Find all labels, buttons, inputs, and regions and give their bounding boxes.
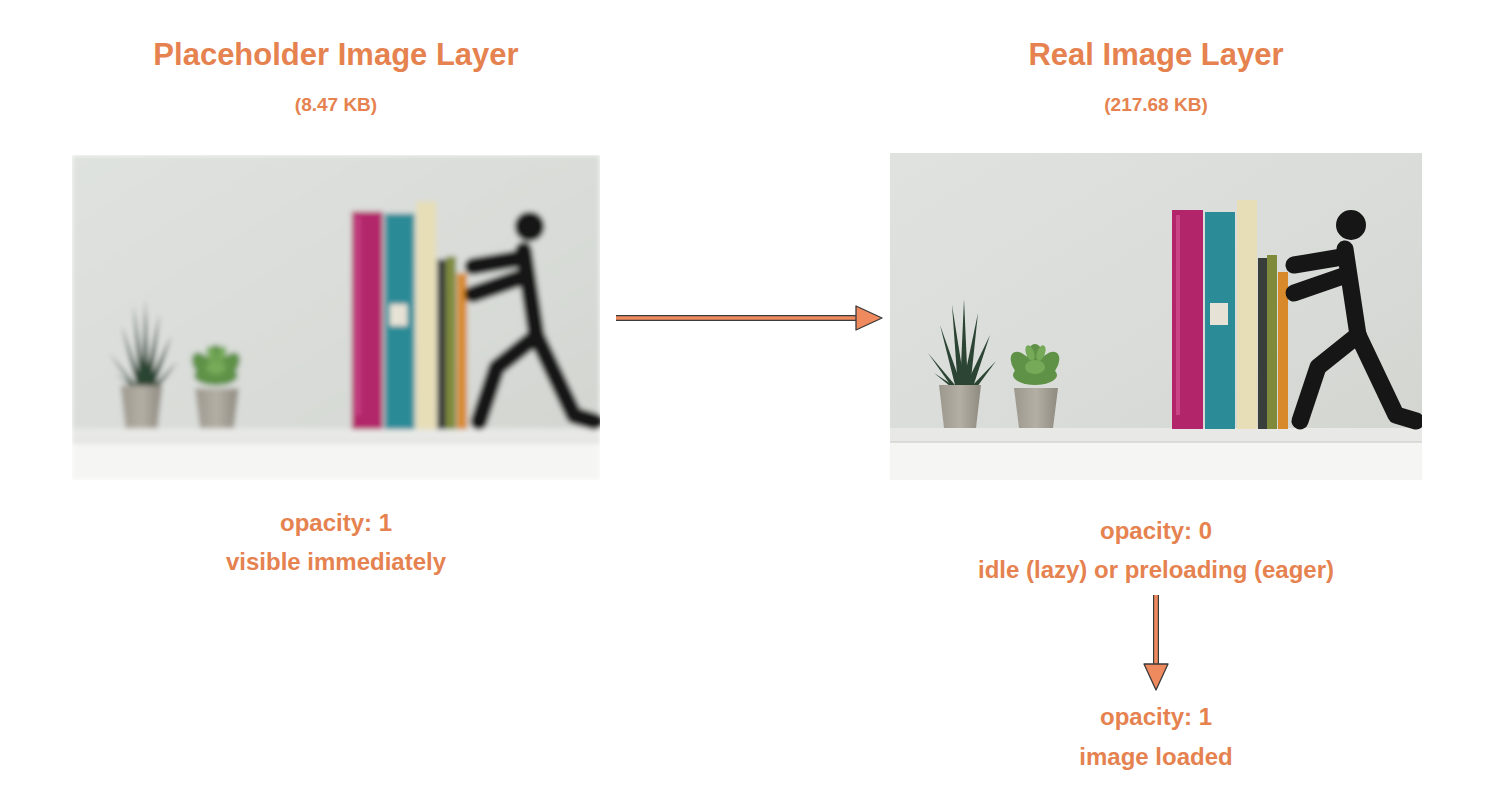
file-size: (8.47 KB) (70, 94, 602, 116)
flow-arrow (616, 306, 882, 330)
layer-heading: Placeholder Image Layer (70, 37, 602, 73)
arrow-outline (1153, 595, 1159, 666)
state-note: visible immediately (70, 548, 602, 576)
file-size: (217.68 KB) (888, 94, 1424, 116)
placeholder-photo (72, 155, 600, 480)
state-value: opacity: 1 (1006, 703, 1306, 731)
flow-arrow (1144, 595, 1168, 690)
arrow-shaft (616, 316, 858, 320)
arrow-head (856, 306, 882, 330)
state-note: idle (lazy) or preloading (eager) (888, 556, 1424, 584)
state-box: opacity: 1 image loaded (1006, 700, 1306, 774)
real-photo (890, 153, 1422, 480)
layer-heading: Real Image Layer (888, 37, 1424, 73)
state-value: opacity: 1 (70, 509, 602, 537)
arrow-head (1144, 664, 1168, 690)
arrow-outline (616, 315, 858, 321)
state-value: opacity: 0 (888, 517, 1424, 545)
layer-panel: Real Image Layer (217.68 KB) opacity: 0 idl… (888, 30, 1424, 590)
arrow-shaft (1154, 595, 1158, 666)
state-note: image loaded (1006, 743, 1306, 771)
layer-panel: Placeholder Image Layer (8.47 KB) opacity:… (70, 30, 602, 582)
